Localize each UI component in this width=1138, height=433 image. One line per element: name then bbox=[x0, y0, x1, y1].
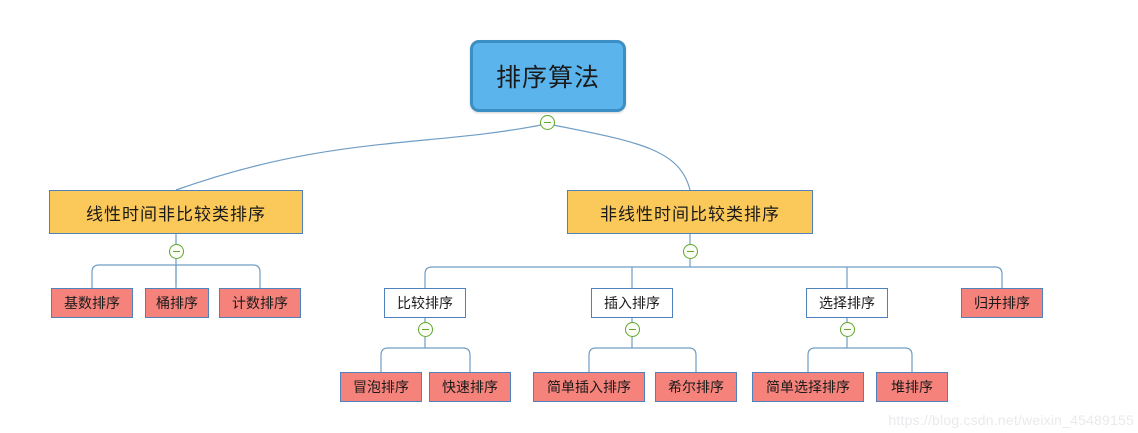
node-nonlinear-time-comparison-sort[interactable]: 非线性时间比较类排序 bbox=[567, 190, 813, 234]
node-quick-sort[interactable]: 快速排序 bbox=[429, 372, 511, 402]
connector-compare-bus bbox=[380, 347, 471, 372]
watermark-text: https://blog.csdn.net/weixin_45489155 bbox=[888, 412, 1134, 428]
node-bucket-sort-label: 桶排序 bbox=[156, 297, 198, 312]
connector-select-bus bbox=[807, 347, 913, 372]
toggle-nonlinear-collapse-minus-icon[interactable] bbox=[683, 244, 698, 259]
node-counting-sort-label: 计数排序 bbox=[232, 297, 288, 312]
node-comparison-sort-label: 比较排序 bbox=[397, 297, 453, 312]
node-shell-sort[interactable]: 希尔排序 bbox=[655, 372, 737, 402]
minus-glyph bbox=[629, 328, 636, 331]
node-simple-selection-sort-label: 简单选择排序 bbox=[766, 381, 850, 396]
toggle-selection-collapse-minus-icon[interactable] bbox=[840, 322, 855, 337]
minus-glyph bbox=[844, 328, 851, 331]
connector-nonlinear-bus bbox=[424, 266, 1003, 288]
node-radix-sort-label: 基数排序 bbox=[64, 297, 120, 312]
node-quick-sort-label: 快速排序 bbox=[442, 381, 498, 396]
node-counting-sort[interactable]: 计数排序 bbox=[219, 288, 301, 318]
connector-root-to-nonlinear bbox=[552, 124, 691, 191]
node-heap-sort-label: 堆排序 bbox=[891, 381, 933, 396]
node-insertion-sort[interactable]: 插入排序 bbox=[591, 288, 673, 318]
node-bubble-sort-label: 冒泡排序 bbox=[353, 381, 409, 396]
minus-glyph bbox=[173, 250, 180, 253]
connector-root-to-linear bbox=[175, 124, 542, 191]
node-merge-sort-label: 归并排序 bbox=[974, 297, 1030, 312]
minus-glyph bbox=[687, 250, 694, 253]
node-simple-insertion-sort-label: 简单插入排序 bbox=[547, 381, 631, 396]
node-shell-sort-label: 希尔排序 bbox=[668, 381, 724, 396]
node-bucket-sort[interactable]: 桶排序 bbox=[145, 288, 209, 318]
node-selection-sort-label: 选择排序 bbox=[819, 297, 875, 312]
node-radix-sort[interactable]: 基数排序 bbox=[51, 288, 133, 318]
connector-insert-bus bbox=[588, 347, 697, 372]
minus-glyph bbox=[422, 328, 429, 331]
node-linear-time-noncomparison-sort[interactable]: 线性时间非比较类排序 bbox=[49, 190, 303, 234]
toggle-linear-collapse-minus-icon[interactable] bbox=[169, 244, 184, 259]
node-bubble-sort[interactable]: 冒泡排序 bbox=[340, 372, 422, 402]
node-root-label: 排序算法 bbox=[495, 65, 600, 92]
node-nonlinear-label: 非线性时间比较类排序 bbox=[600, 204, 780, 224]
node-comparison-sort[interactable]: 比较排序 bbox=[384, 288, 466, 318]
node-insertion-sort-label: 插入排序 bbox=[604, 297, 660, 312]
node-heap-sort[interactable]: 堆排序 bbox=[876, 372, 948, 402]
toggle-insertion-collapse-minus-icon[interactable] bbox=[625, 322, 640, 337]
node-selection-sort[interactable]: 选择排序 bbox=[806, 288, 888, 318]
node-merge-sort[interactable]: 归并排序 bbox=[961, 288, 1043, 318]
minus-glyph bbox=[544, 121, 551, 124]
toggle-root-collapse-minus-icon[interactable] bbox=[540, 115, 555, 130]
node-linear-label: 线性时间非比较类排序 bbox=[86, 204, 266, 224]
node-simple-insertion-sort[interactable]: 简单插入排序 bbox=[533, 372, 645, 402]
toggle-comparison-collapse-minus-icon[interactable] bbox=[418, 322, 433, 337]
node-root-sorting-algorithm[interactable]: 排序算法 bbox=[470, 40, 626, 112]
node-simple-selection-sort[interactable]: 简单选择排序 bbox=[752, 372, 864, 402]
